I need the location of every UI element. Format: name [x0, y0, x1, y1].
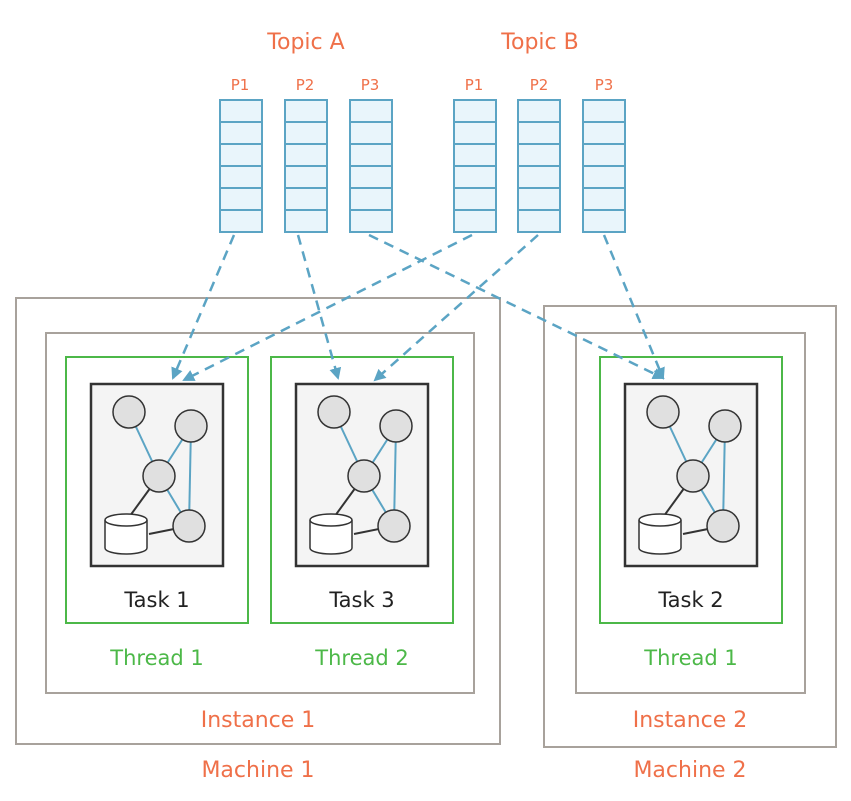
thread-2-box — [270, 356, 454, 624]
assignment-arrow — [373, 234, 539, 382]
topic-a-label: Topic A — [266, 30, 344, 55]
graph-node — [317, 395, 351, 429]
graph-node — [708, 409, 742, 443]
graph-node — [676, 459, 710, 493]
graph-node — [172, 509, 206, 543]
thread-1-box — [65, 356, 249, 624]
machine-2-box — [543, 305, 837, 748]
instance-1-box — [45, 332, 475, 694]
topic-a-partition-label: P3 — [361, 76, 380, 94]
instance-2-box — [575, 332, 806, 694]
topic-a-partition-label: P2 — [296, 76, 315, 94]
thread-2-label: Thread 2 — [314, 646, 408, 670]
thread-1-label: Thread 1 — [109, 646, 203, 670]
graph-node — [142, 459, 176, 493]
database-icon — [638, 513, 682, 555]
machine-2-label: Machine 2 — [633, 758, 746, 783]
graph-node — [174, 409, 208, 443]
topic-b-partition-label: P1 — [465, 76, 484, 94]
graph-node — [706, 509, 740, 543]
graph-node — [347, 459, 381, 493]
machine-1-label: Machine 1 — [201, 758, 314, 783]
task-3-label: Task 3 — [328, 588, 394, 612]
partition-queue — [219, 99, 263, 233]
task-1-graph — [89, 382, 225, 568]
graph-node — [646, 395, 680, 429]
database-icon — [309, 513, 353, 555]
graph-node — [379, 409, 413, 443]
thread-3-box — [599, 356, 783, 624]
machine-1-box — [15, 297, 501, 745]
assignment-arrow — [368, 233, 665, 380]
assignment-arrow — [296, 234, 342, 380]
assignment-arrow — [182, 233, 473, 382]
database-icon — [104, 513, 148, 555]
partition-queue — [349, 99, 393, 233]
partition-queue — [582, 99, 626, 233]
task-3-graph — [294, 382, 430, 568]
topic-b-partition-label: P2 — [530, 76, 549, 94]
partition-queue — [517, 99, 561, 233]
instance-1-label: Instance 1 — [201, 708, 316, 733]
assignment-arrows — [171, 233, 665, 382]
topic-b-partition-label: P3 — [595, 76, 614, 94]
task-2-label: Task 2 — [657, 588, 723, 612]
instance-2-label: Instance 2 — [633, 708, 748, 733]
partition-queues — [219, 99, 626, 233]
partition-queue — [453, 99, 497, 233]
topic-a-partition-label: P1 — [231, 76, 250, 94]
task-2-graph — [623, 382, 759, 568]
graph-node — [112, 395, 146, 429]
thread-1-label-machine-2: Thread 1 — [643, 646, 737, 670]
partition-queue — [284, 99, 328, 233]
topic-b-label: Topic B — [500, 30, 578, 55]
task-1-label: Task 1 — [123, 588, 189, 612]
assignment-arrow — [602, 234, 665, 380]
assignment-arrow — [171, 234, 236, 380]
graph-node — [377, 509, 411, 543]
